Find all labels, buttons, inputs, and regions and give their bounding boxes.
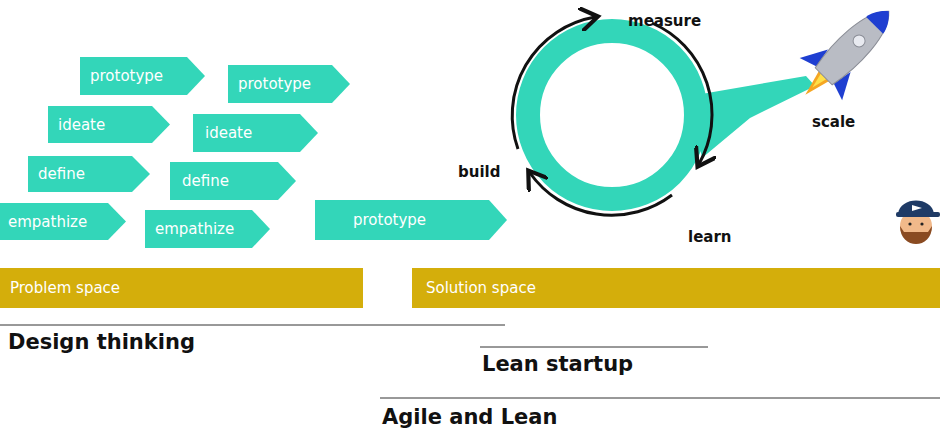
- cycle-ring: [528, 31, 696, 199]
- tag-outline: [80, 57, 205, 95]
- method-label: Lean startup: [482, 352, 633, 376]
- stage-tag: define: [28, 156, 150, 192]
- method-label: Design thinking: [8, 330, 195, 354]
- bracket-line: [380, 398, 940, 399]
- tag-outline: [170, 162, 296, 200]
- avatar: [896, 201, 940, 245]
- stage-tag: define: [170, 162, 296, 200]
- stage-tag: prototype: [315, 200, 507, 240]
- tag-label: define: [182, 172, 229, 190]
- tag-label: prototype: [353, 211, 426, 229]
- tag-label: empathize: [8, 213, 87, 231]
- tag-label: prototype: [90, 67, 163, 85]
- rocket: [784, 0, 910, 116]
- tag-label: define: [38, 165, 85, 183]
- band-label: Problem space: [10, 279, 120, 297]
- stage-tag: empathize: [145, 210, 270, 248]
- cycle-arrow: [512, 17, 595, 149]
- tag-label: ideate: [205, 124, 252, 142]
- tag-label: empathize: [155, 220, 234, 238]
- tag-outline: [315, 200, 507, 240]
- tag-outline: [228, 65, 350, 103]
- bracket-line: [480, 347, 708, 348]
- stage-tag: prototype: [80, 57, 205, 95]
- cycle-label: build: [458, 163, 500, 181]
- bracket-line: [0, 325, 505, 326]
- tag-outline: [28, 156, 150, 192]
- space-band: Problem space: [0, 268, 363, 308]
- cycle-label: scale: [812, 113, 855, 131]
- tag-outline: [193, 114, 318, 152]
- cycle-label: learn: [688, 228, 732, 246]
- stage-tag: empathize: [0, 203, 126, 240]
- tag-outline: [48, 106, 170, 143]
- tag-outline: [0, 203, 126, 240]
- tag-label: ideate: [58, 116, 105, 134]
- cycle-label: measure: [628, 12, 701, 30]
- method-label: Agile and Lean: [382, 405, 557, 429]
- stage-tag: prototype: [228, 65, 350, 103]
- cycle-arrow: [530, 173, 672, 215]
- cycle-arrow: [652, 23, 712, 164]
- space-band: Solution space: [412, 268, 940, 308]
- tag-outline: [145, 210, 270, 248]
- tag-label: prototype: [238, 75, 311, 93]
- stage-tag: ideate: [193, 114, 318, 152]
- stage-tag: ideate: [48, 106, 170, 143]
- band-label: Solution space: [426, 279, 536, 297]
